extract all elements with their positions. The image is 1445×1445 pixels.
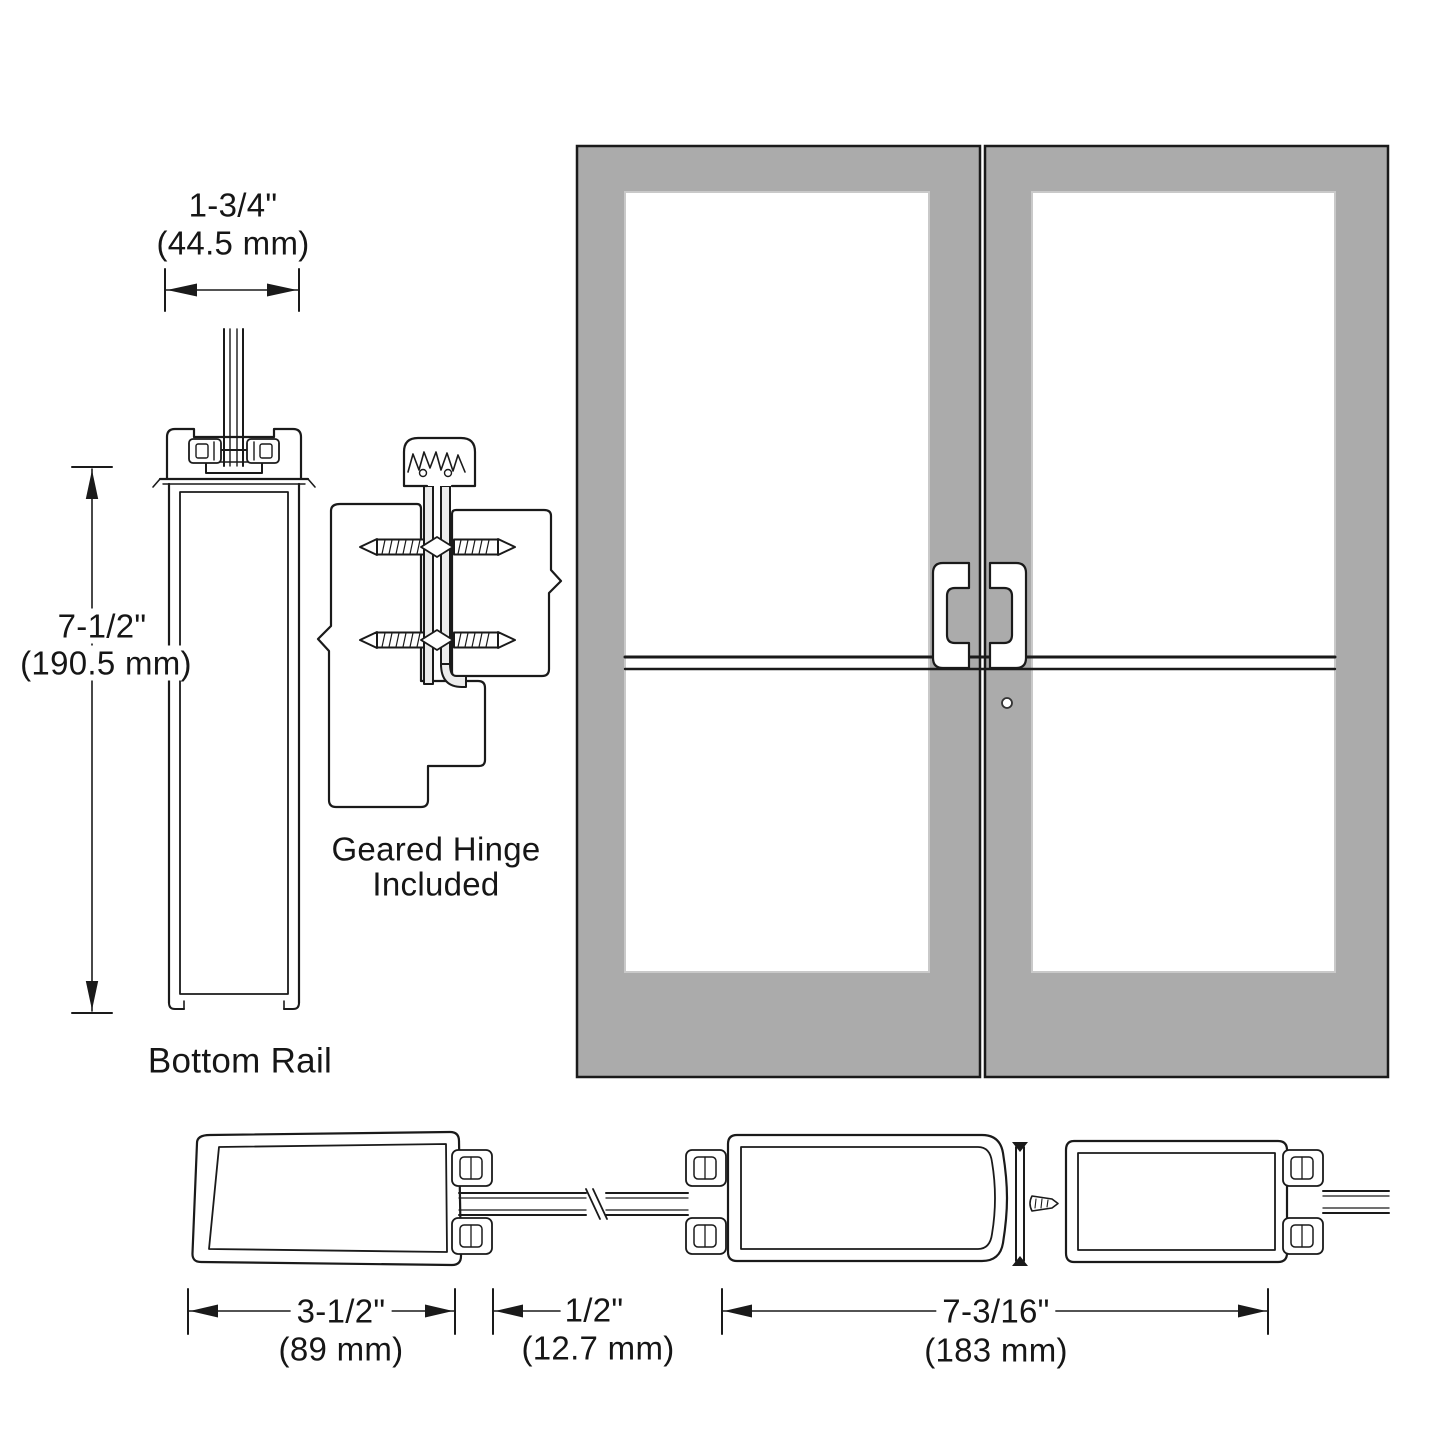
bottom-rail-label: Bottom Rail <box>147 1041 333 1081</box>
hinge-screw-top <box>359 536 516 558</box>
pull-handle-right <box>988 561 1028 670</box>
dimension-label-glass-gap-in: 1/2" <box>564 1291 624 1329</box>
pull-handle-left <box>931 561 971 670</box>
glazing-clip-left <box>188 438 222 464</box>
geared-hinge-label-line2: Included <box>372 865 500 903</box>
mid-rail <box>623 655 1337 671</box>
pair-profile-section <box>685 1133 1390 1266</box>
dimension-label-rail-height-mm: (190.5 mm) <box>14 645 198 681</box>
door-left-glass <box>624 191 930 973</box>
door-right-glass <box>1031 191 1336 973</box>
stile-profile-section <box>191 1130 689 1267</box>
dimension-label-stile-width-in: 3-1/2" <box>290 1293 392 1329</box>
glazing-clamp <box>1282 1149 1324 1255</box>
rail-width-dimension <box>164 268 300 312</box>
hinge-gear-cap <box>402 436 477 488</box>
geared-hinge-section <box>316 436 563 809</box>
astragal-joint <box>1012 1142 1059 1266</box>
dimension-label-rail-width-mm: (44.5 mm) <box>156 224 310 262</box>
glazing-clamp <box>685 1149 727 1255</box>
glazing-clamp <box>451 1149 493 1255</box>
dimension-label-glass-gap-mm: (12.7 mm) <box>521 1329 675 1367</box>
hinge-screw-bottom <box>359 629 516 651</box>
door-elevation <box>575 144 1390 1079</box>
dimension-label-rail-width-in: 1-3/4" <box>188 186 278 224</box>
dimension-label-pair-width-in: 7-3/16" <box>936 1293 1056 1329</box>
glass-edge-lines <box>458 1188 689 1220</box>
rail-height-dimension <box>71 466 113 1014</box>
hinge-stile-left <box>316 502 487 809</box>
glass-gap-dimension <box>492 1288 561 1335</box>
dimension-label-rail-height-in: 7-1/2" <box>51 608 153 644</box>
hinge-stile-right <box>450 508 563 678</box>
glass-edge-lines <box>1322 1190 1390 1214</box>
dimension-label-pair-width-mm: (183 mm) <box>924 1331 1068 1369</box>
glazing-clip-right <box>246 438 280 464</box>
bottom-rail-section <box>152 328 316 1010</box>
dimension-label-stile-width-mm: (89 mm) <box>278 1330 404 1368</box>
geared-hinge-label-line1: Geared Hinge <box>331 830 541 868</box>
glass-edge-lines <box>223 328 244 467</box>
lock-cylinder <box>1001 697 1013 709</box>
